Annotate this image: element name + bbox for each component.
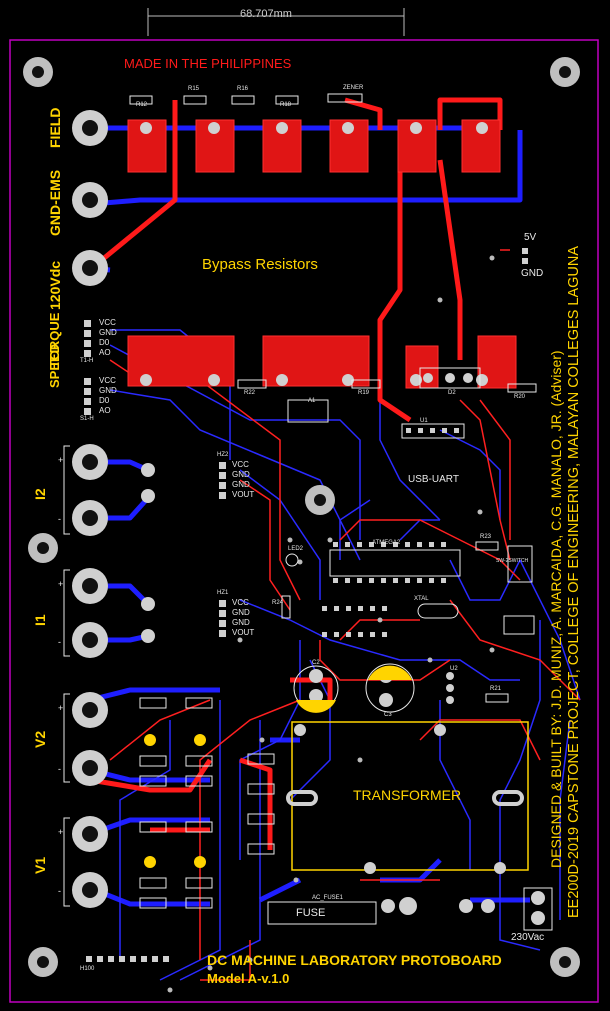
designator-r16: R16	[237, 86, 249, 92]
bottom-signal-traces	[109, 329, 581, 981]
designator-r19: R19	[358, 390, 370, 396]
transformer-label: TRANSFORMER	[353, 787, 462, 803]
designator-h100: H100	[80, 966, 95, 972]
hz1-pin-2: GND	[232, 608, 250, 617]
sh-pin-3: D0	[99, 396, 110, 405]
designator-hz2: HZ2	[217, 452, 229, 458]
designator-r24: R24	[272, 600, 284, 606]
top-signal-traces	[109, 249, 581, 981]
header-pins	[84, 248, 528, 962]
minus-i2: -	[58, 514, 61, 524]
designator-u2: U2	[450, 666, 458, 672]
sh-pin-2: GND	[99, 386, 117, 395]
sh-pin-1: VCC	[99, 376, 116, 385]
designator-c3: C3	[384, 712, 392, 718]
fuse-outline	[267, 901, 377, 925]
mounting-holes	[23, 57, 580, 977]
designator-th: T1-H	[80, 358, 94, 364]
atmega-ic	[329, 549, 461, 577]
gnd-power-label: GND	[521, 268, 544, 279]
plus-v2: +	[58, 703, 64, 713]
vias	[167, 255, 495, 993]
dimension-marker	[147, 8, 405, 36]
hz2-pin-3: GND	[232, 480, 250, 489]
th-pin-1: VCC	[99, 318, 116, 327]
th-pin-3: D0	[99, 338, 110, 347]
ic-pins	[322, 428, 459, 637]
v2-label: V2	[32, 730, 48, 748]
transformer-pads	[286, 790, 524, 806]
designator-c2: C2	[312, 660, 320, 666]
minus-v2: -	[58, 764, 61, 774]
plus-i1: +	[58, 579, 64, 589]
dimension-label: 68.707mm	[240, 8, 292, 20]
plus-i2: +	[58, 455, 64, 465]
credits-line-1: DESIGNED & BUILT BY: J.D. MUNIZ, A. MARC…	[548, 350, 564, 868]
designator-r23: R23	[480, 534, 492, 540]
designator-atmega: ATMEGA2	[372, 540, 401, 546]
terminal-pads	[72, 110, 108, 908]
hz2-pin-4: VOUT	[232, 490, 255, 499]
programming-header	[503, 615, 535, 635]
designator-r20: R20	[514, 394, 526, 400]
v5-label: 5V	[524, 232, 537, 243]
designator-led2: LED2	[288, 546, 304, 552]
v230-label: 230Vac	[511, 932, 545, 943]
designator-r22: R22	[244, 390, 256, 396]
terminal-brackets	[63, 445, 70, 907]
designator-r21: R21	[490, 686, 502, 692]
crystal-outline	[417, 603, 459, 619]
designator-r12: R12	[136, 102, 148, 108]
designator-hz1: HZ1	[217, 590, 229, 596]
hz1-pin-4: VOUT	[232, 628, 255, 637]
v120-label: 120Vdc	[47, 260, 63, 310]
field-label: FIELD	[47, 107, 63, 148]
switch-outline	[507, 545, 533, 583]
designator-sw: SW-2SWITCH	[496, 558, 529, 564]
board-model: Model A-v.1.0	[207, 971, 290, 986]
plus-v1: +	[58, 827, 64, 837]
board-title: DC MACHINE LABORATORY PROTOBOARD	[207, 952, 502, 968]
bypass-resistors-label: Bypass Resistors	[202, 256, 318, 273]
small-resistors	[129, 93, 537, 909]
hz2-pin-2: GND	[232, 470, 250, 479]
v1-label: V1	[32, 856, 48, 874]
th-pin-4: AO	[99, 348, 111, 357]
electrolytic-capacitors	[293, 663, 415, 713]
made-in-label: MADE IN THE PHILIPPINES	[124, 56, 292, 71]
th-pin-2: GND	[99, 328, 117, 337]
hz2-pin-1: VCC	[232, 460, 249, 469]
through-hole-pads	[140, 122, 545, 925]
designator-zener: ZENER	[343, 85, 364, 91]
designator-r15: R15	[188, 86, 200, 92]
hz1-pin-3: GND	[232, 618, 250, 627]
designator-xtal: XTAL	[414, 596, 429, 602]
minus-v1: -	[58, 886, 61, 896]
bypass-resistor-pads-top	[127, 119, 501, 173]
designator-ac-fuse: AC_FUSE1	[312, 895, 344, 901]
designator-a1: A1	[308, 398, 316, 404]
i1-label: I1	[32, 614, 48, 626]
usb-uart-label: USB-UART	[408, 474, 459, 485]
i2-label: I2	[32, 488, 48, 500]
board-outline	[9, 39, 599, 1003]
designator-sh: S1-H	[80, 416, 94, 422]
ac-inlet-outline	[523, 887, 553, 931]
designator-d2: D2	[448, 390, 456, 396]
hz1-pin-1: VCC	[232, 598, 249, 607]
minus-i1: -	[58, 637, 61, 647]
leds	[144, 553, 299, 868]
speed-label: SPEED	[47, 343, 62, 388]
gnd-ems-label: GND-EMS	[47, 169, 63, 236]
transformer-outline	[291, 721, 529, 871]
regulator-outline	[419, 367, 481, 389]
designator-u1: U1	[420, 418, 428, 424]
designator-r18: R18	[280, 102, 292, 108]
credits-line-2: EE200D-2019 CAPSTONE PROJECT, COLLEGE OF…	[566, 245, 582, 918]
fuse-label: FUSE	[296, 907, 326, 919]
sh-pin-4: AO	[99, 406, 111, 415]
usb-uart-header	[401, 423, 465, 439]
